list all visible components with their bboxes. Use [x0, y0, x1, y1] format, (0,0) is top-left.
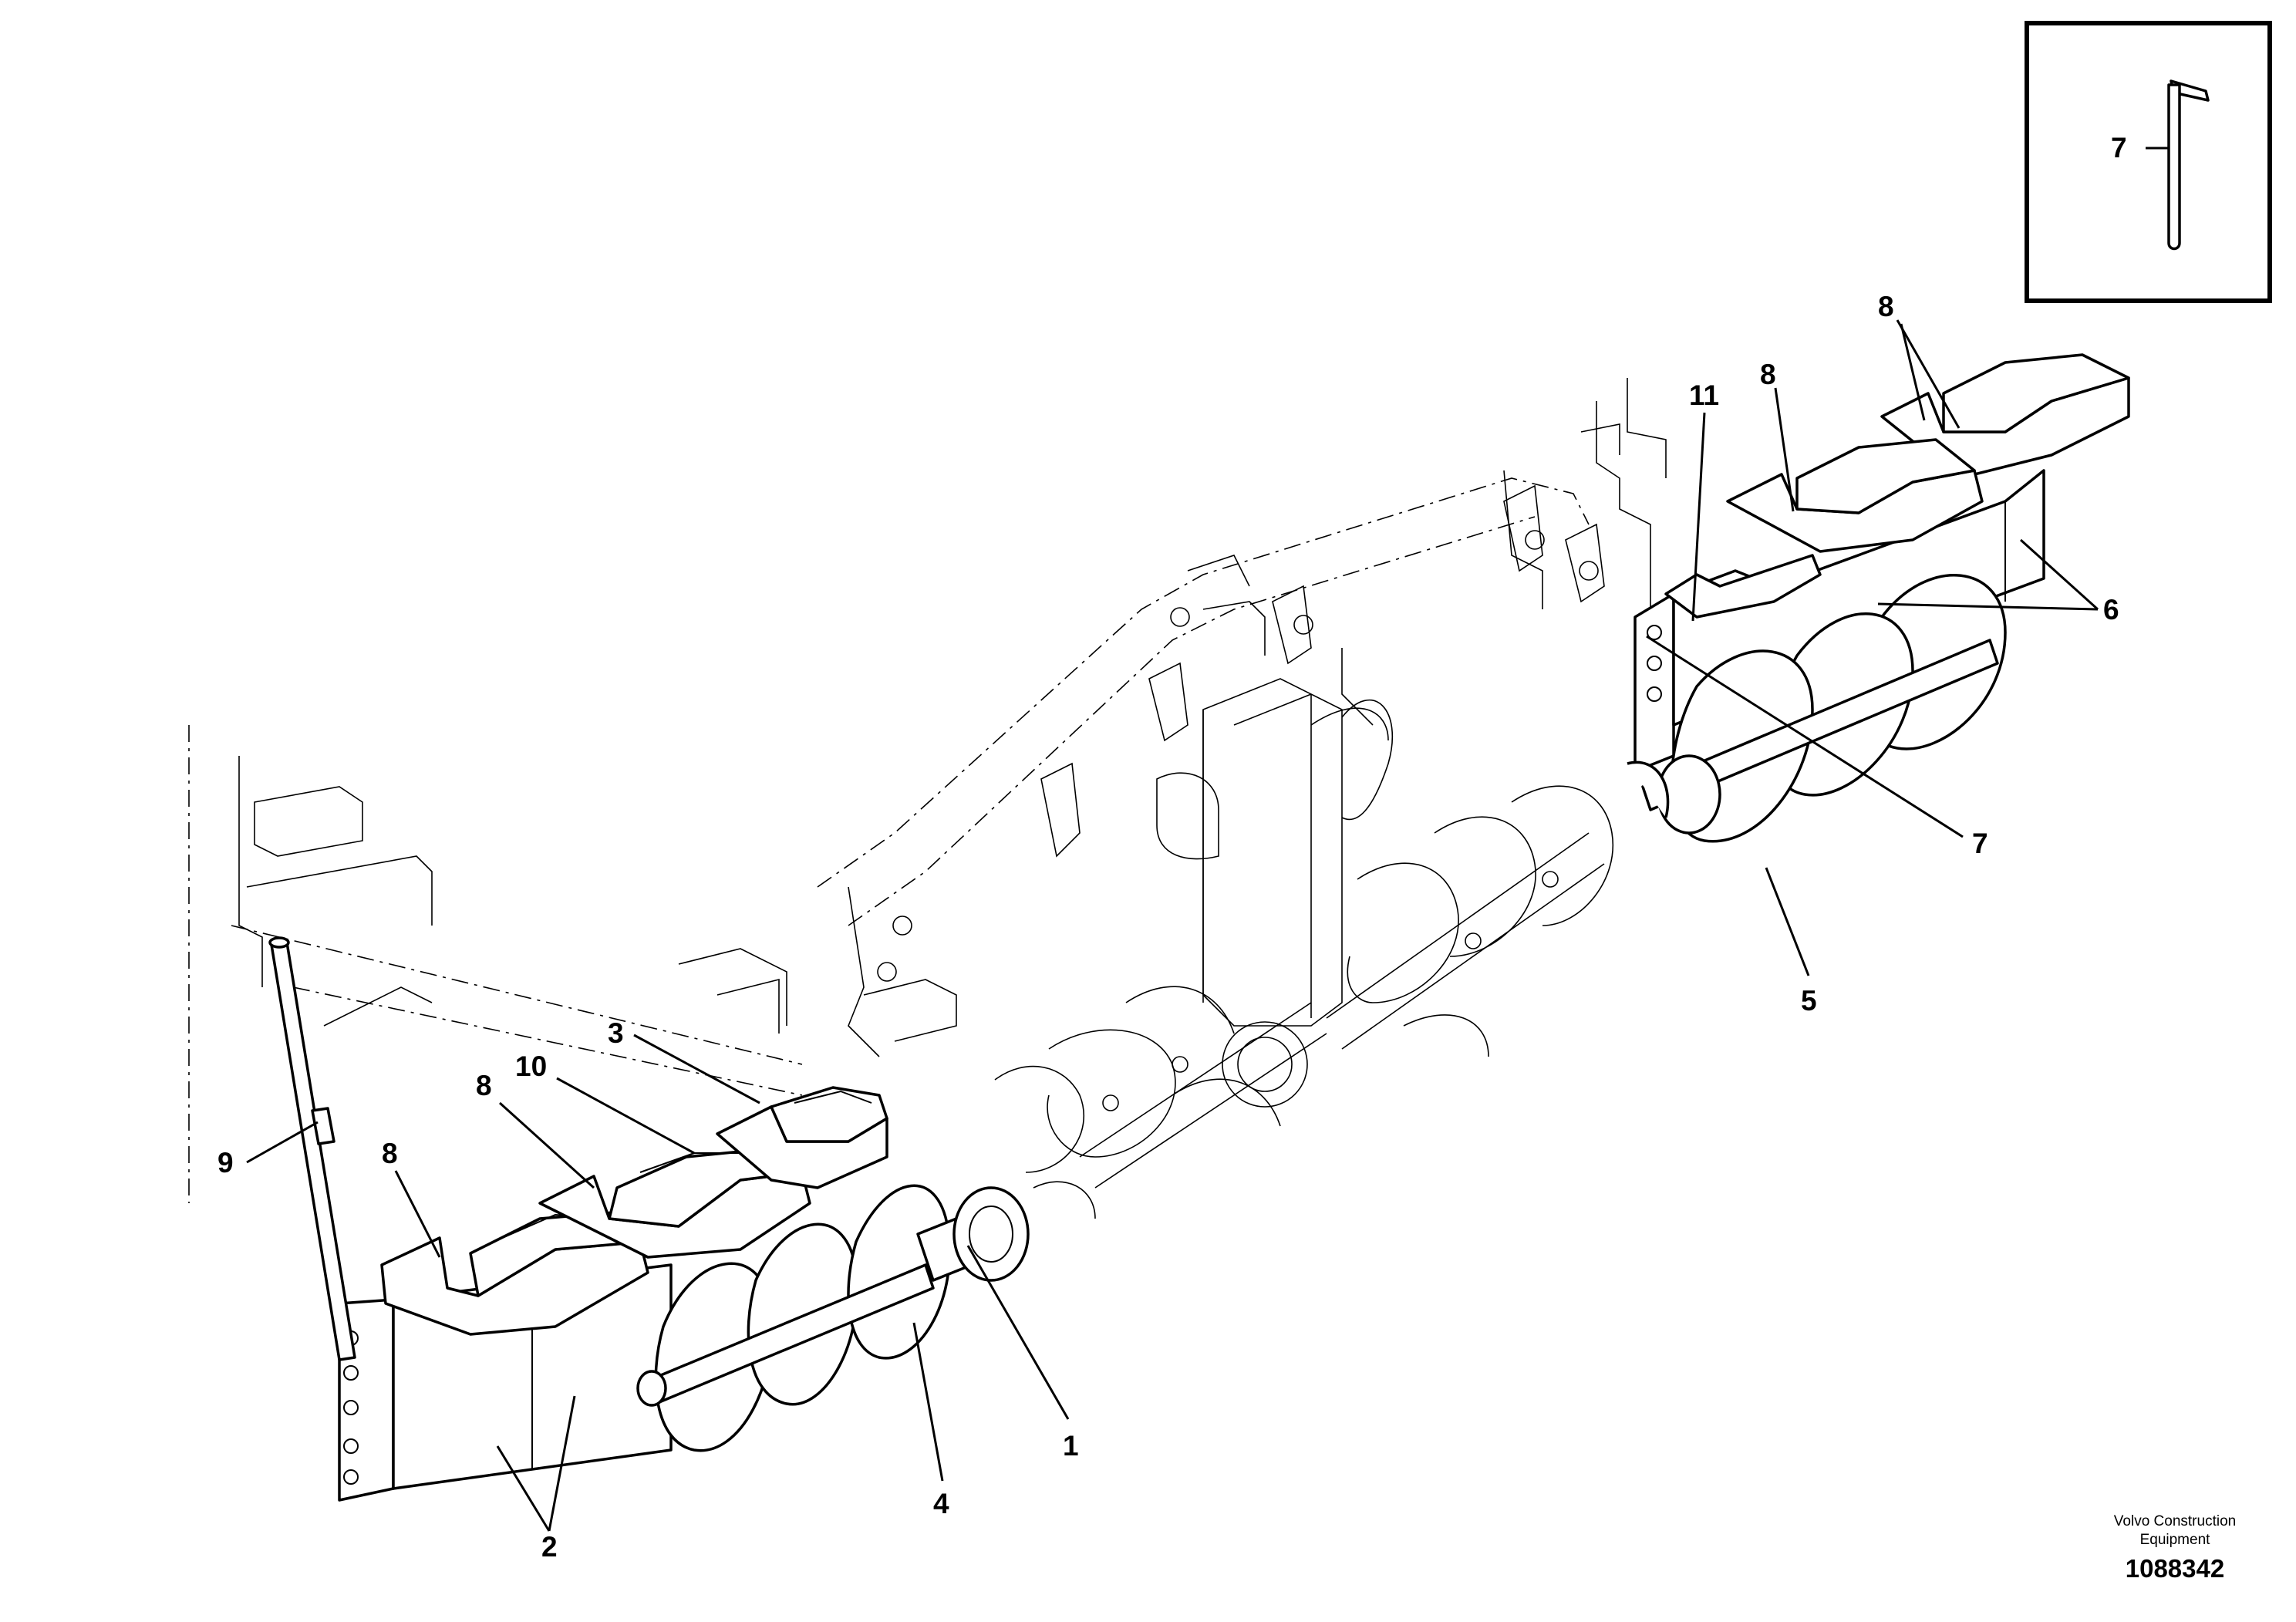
- callout-8-right-a: 8: [1760, 359, 1776, 390]
- callout-8-right-b: 8: [1878, 291, 1894, 322]
- right-extension-stack: [1664, 353, 2130, 619]
- callout-10: 10: [515, 1050, 547, 1082]
- inset-callout-7: 7: [2111, 132, 2127, 164]
- callout-7: 7: [1972, 828, 1988, 859]
- document-number: 1088342: [2126, 1554, 2224, 1583]
- callout-8-left-a: 8: [382, 1138, 398, 1169]
- callout-4: 4: [933, 1488, 949, 1519]
- callout-8-left-b: 8: [476, 1070, 492, 1101]
- callout-labels: 1 2 3 4 5 6 7 8 8 8 8 9 10 11: [217, 291, 2119, 1563]
- background-machine-outline: [188, 378, 1667, 1219]
- credit-line-1: Volvo Construction: [2114, 1513, 2236, 1529]
- left-extension-stack: [380, 1086, 888, 1336]
- side-arm: [268, 936, 356, 1361]
- right-auger: [1627, 574, 2007, 843]
- callout-3: 3: [608, 1017, 624, 1049]
- inset-detail-box: 7: [2025, 21, 2272, 303]
- drive-hub: [952, 1186, 1030, 1282]
- credit-line-2: Equipment: [2140, 1532, 2211, 1548]
- callout-1: 1: [1063, 1430, 1079, 1462]
- callout-2: 2: [541, 1531, 558, 1563]
- callout-6: 6: [2103, 594, 2119, 626]
- leader-lines: [246, 319, 2099, 1532]
- callout-9: 9: [217, 1147, 234, 1179]
- credit-block: Volvo Construction Equipment 1088342: [2114, 1513, 2236, 1583]
- callout-5: 5: [1801, 985, 1817, 1017]
- callout-11: 11: [1689, 379, 1719, 411]
